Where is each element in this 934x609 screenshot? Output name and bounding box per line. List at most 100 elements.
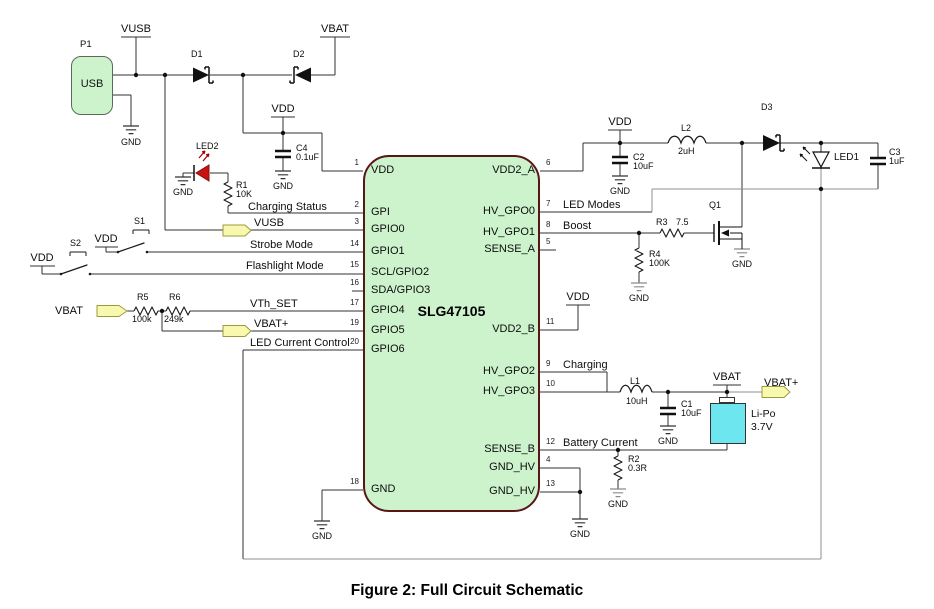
led1-ref: LED1 (834, 152, 860, 163)
c1-value: 10uF (681, 408, 702, 418)
gnd-label: GND (608, 499, 628, 509)
pin-name-vdd: VDD (371, 164, 395, 176)
d2-ref: D2 (293, 49, 305, 59)
d1-ref: D1 (191, 49, 203, 59)
battery-terminal (719, 397, 735, 403)
pin-name-scl-gpio2: SCL/GPIO2 (371, 266, 430, 278)
pin-num-1: 1 (354, 158, 359, 167)
r4-ref: R4 (649, 249, 661, 259)
r3-symbol (659, 228, 685, 238)
pin-num-14: 14 (350, 239, 359, 248)
led1-symbol (799, 146, 830, 169)
vdd-label-s1: VDD (94, 233, 118, 245)
d1-symbol (193, 66, 214, 84)
pin-name-sense-a: SENSE_A (484, 243, 535, 255)
vdd-label-s2: VDD (30, 252, 54, 264)
vdd-label-vdd2b: VDD (566, 291, 590, 303)
pin-name-gpio4: GPIO4 (371, 304, 405, 316)
pin-num-13: 13 (546, 479, 555, 488)
gnd-label: GND (629, 293, 649, 303)
pin-num-8: 8 (546, 220, 551, 229)
pin-name-hv-gpo0: HV_GPO0 (483, 205, 535, 217)
net-charging: Charging (563, 359, 608, 371)
pin-num-19: 19 (350, 318, 359, 327)
c2-value: 10uF (633, 161, 654, 171)
r1-symbol (223, 181, 233, 207)
net-flashlight-mode: Flashlight Mode (246, 260, 324, 272)
l2-value: 2uH (678, 146, 695, 156)
pin-num-6: 6 (546, 158, 551, 167)
pin-name-hv-gpo2: HV_GPO2 (483, 365, 535, 377)
pin-num-2: 2 (354, 200, 359, 209)
gnd-label: GND (273, 181, 293, 191)
battery-value: 3.7V (751, 421, 773, 433)
r3-value: 7.5 (676, 217, 689, 227)
c4-gnd-symbol (275, 170, 291, 180)
c2-gnd-symbol (612, 175, 628, 185)
c4-value: 0.1uF (296, 152, 320, 162)
pin-name-vdd2-a: VDD2_A (492, 164, 535, 176)
vdd-label-c4: VDD (271, 103, 295, 115)
pin-name-gpi: GPI (371, 206, 390, 218)
r2-ref: R2 (628, 454, 640, 464)
net-battery-current: Battery Current (563, 437, 638, 449)
pin-name-sda-gpio3: SDA/GPIO3 (371, 284, 431, 296)
net-charging-status: Charging Status (248, 201, 327, 213)
s2-ref: S2 (70, 238, 82, 248)
net-vth-set: VTh_SET (250, 298, 298, 310)
pin-num-12: 12 (546, 437, 555, 446)
l1-symbol (619, 384, 653, 394)
diodes (193, 66, 785, 152)
vbat-plus-out-arrow (761, 386, 791, 398)
pin-num-9: 9 (546, 359, 551, 368)
r4-gnd-symbol (631, 282, 647, 292)
vusb-net-arrow (222, 224, 252, 237)
pin-num-20: 20 (350, 337, 359, 346)
vbat-label-r5: VBAT (55, 305, 83, 317)
pin-name-hv-gpo3: HV_GPO3 (483, 385, 535, 397)
r1-ref: R1 (236, 180, 248, 190)
net-led-modes: LED Modes (563, 199, 621, 211)
c1-ref: C1 (681, 399, 693, 409)
gnd-label: GND (658, 436, 678, 446)
gnd-label: GND (312, 531, 332, 541)
r2-value: 0.3R (628, 463, 648, 473)
c4-symbol (275, 149, 291, 159)
usb-connector-body (71, 56, 113, 115)
l2-symbol (667, 135, 707, 145)
vbat-rail-label-top: VBAT (321, 23, 349, 35)
gnd-label: GND (610, 186, 630, 196)
d2-symbol (289, 66, 311, 84)
l1-ref: L1 (630, 376, 641, 386)
r2-symbol (613, 455, 623, 481)
gnd-label: GND (732, 259, 752, 269)
resistors (133, 181, 685, 481)
net-vbat-plus-left: VBAT+ (254, 318, 289, 330)
r3-ref: R3 (656, 217, 668, 227)
s1-symbol (117, 242, 145, 253)
pin18-gnd-symbol (314, 520, 330, 530)
usb-connector-label: USB (80, 78, 104, 90)
power-rail-bars (30, 36, 741, 386)
pin-name-vdd2-b: VDD2_B (492, 323, 535, 335)
vdd-label-c2: VDD (608, 116, 632, 128)
pin13-gnd-symbol (572, 518, 588, 528)
vbat-label-battery: VBAT (713, 371, 741, 383)
usb-gnd-symbol (123, 125, 139, 135)
gnd-label: GND (173, 187, 193, 197)
c3-ref: C3 (889, 147, 901, 157)
wire-layer (30, 36, 879, 560)
pin-num-10: 10 (546, 379, 555, 388)
figure-caption: Figure 2: Full Circuit Schematic (350, 582, 584, 599)
pin-name-sense-b: SENSE_B (484, 443, 535, 455)
pin-num-11: 11 (546, 317, 555, 326)
s1-bracket (132, 229, 150, 234)
pin-num-17: 17 (350, 298, 359, 307)
junction-dots (133, 72, 824, 495)
c1-gnd-symbol (660, 425, 676, 435)
pin-name-hv-gpo1: HV_GPO1 (483, 226, 535, 238)
r1-value: 10K (236, 189, 253, 199)
pin-num-7: 7 (546, 199, 551, 208)
pin-name-gnd-hv-4: GND_HV (489, 461, 535, 473)
